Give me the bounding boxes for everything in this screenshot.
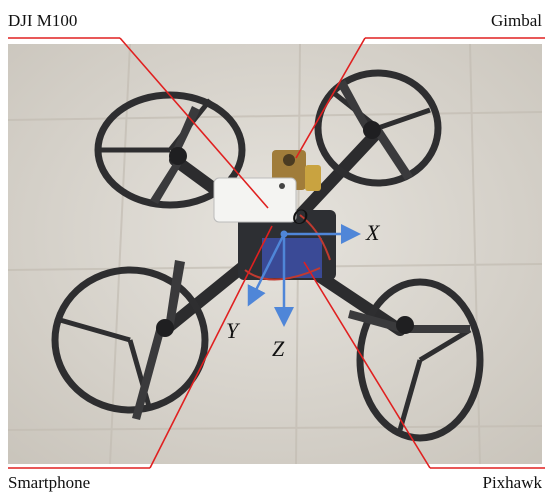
origin-label: O <box>292 204 308 229</box>
x-axis-label: X <box>366 220 380 245</box>
propeller-blades <box>132 80 470 420</box>
y-axis-label: Y <box>226 318 239 343</box>
y-axis-arrow <box>247 233 286 307</box>
callout-smartphone: Smartphone <box>8 473 91 492</box>
motors <box>156 121 414 337</box>
callout-gimbal: Gimbal <box>491 11 542 30</box>
coordinate-axes <box>247 224 361 327</box>
smartphone <box>213 177 297 223</box>
guard-spokes <box>59 88 472 431</box>
leader-lines <box>8 37 545 469</box>
origin-point <box>280 230 288 238</box>
callout-pixhawk: Pixhawk <box>482 473 543 492</box>
z-axis-label: Z <box>272 336 285 361</box>
callout-dji-m100: DJI M100 <box>8 11 78 30</box>
